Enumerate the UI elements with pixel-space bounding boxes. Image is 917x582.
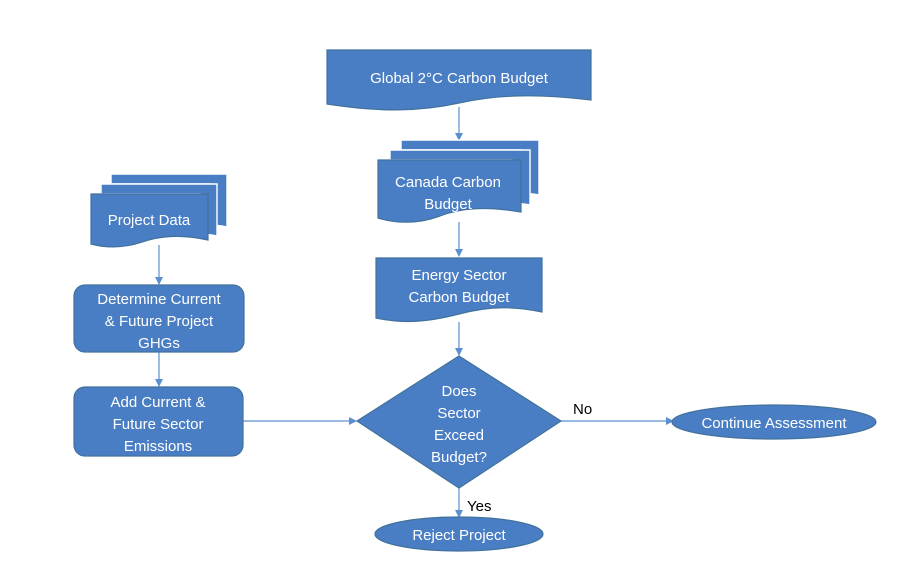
node-energy-sector-carbon-budget: Energy Sector Carbon Budget [375,257,543,323]
node-project-data-label: Project Data [108,212,191,229]
node-determine-project-ghgs-line1: Determine Current [97,291,221,308]
node-decision-line2: Sector [437,405,480,422]
node-add-sector-emissions-line2: Future Sector [113,416,204,433]
node-add-sector-emissions-line1: Add Current & [110,394,205,411]
node-energy-sector-carbon-budget-line1: Energy Sector [411,267,506,284]
node-global-carbon-budget: Global 2°C Carbon Budget [326,49,592,111]
node-continue-assessment: Continue Assessment [671,404,877,440]
node-add-sector-emissions-line3: Emissions [124,438,192,455]
node-determine-project-ghgs-line2: & Future Project [105,313,214,330]
node-determine-project-ghgs: Determine Current & Future Project GHGs [73,284,245,353]
edge-label-yes: Yes [467,498,491,515]
node-add-sector-emissions: Add Current & Future Sector Emissions [73,386,244,457]
edge-label-no: No [573,401,592,418]
node-global-carbon-budget-label: Global 2°C Carbon Budget [370,70,549,87]
node-reject-project: Reject Project [374,516,544,552]
node-canada-carbon-budget: Canada Carbon Budget [377,139,540,223]
node-determine-project-ghgs-line3: GHGs [138,335,180,352]
node-decision-line1: Does [441,383,476,400]
connectors [155,107,674,518]
node-continue-assessment-label: Continue Assessment [701,415,847,432]
node-project-data: Project Data [90,173,228,248]
node-decision-line3: Exceed [434,427,484,444]
node-canada-carbon-budget-line1: Canada Carbon [395,174,501,191]
node-canada-carbon-budget-line2: Budget [424,196,472,213]
node-decision-exceed-budget: Does Sector Exceed Budget? [355,355,563,489]
node-reject-project-label: Reject Project [412,527,506,544]
node-decision-line4: Budget? [431,449,487,466]
node-energy-sector-carbon-budget-line2: Carbon Budget [409,289,511,306]
